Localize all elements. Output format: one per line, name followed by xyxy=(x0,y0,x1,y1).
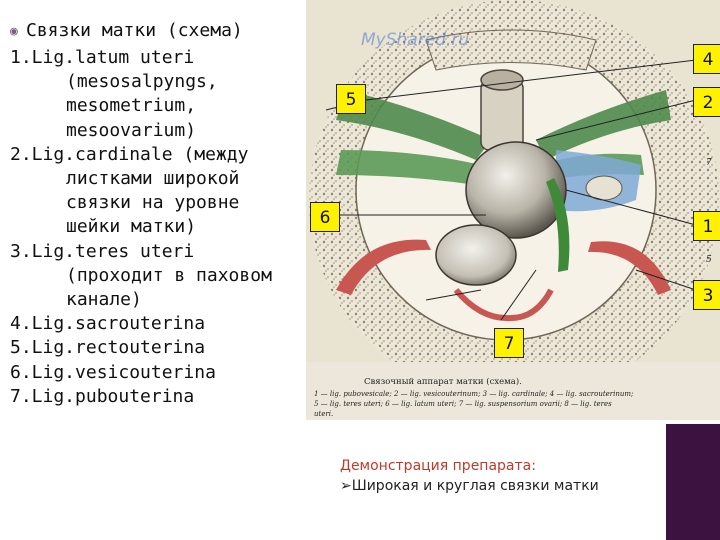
ligament-note: mesoovarium) xyxy=(66,119,197,141)
figure-legend-bg xyxy=(306,362,720,420)
side-label-5: 5 xyxy=(706,255,712,265)
ligament-item: 6.Lig.vesicouterina xyxy=(10,361,310,385)
ligament-note: mesometrium, xyxy=(66,95,197,117)
round-ligament-right xyxy=(588,241,671,295)
ligament-note: (проходит в паховом xyxy=(66,264,272,286)
leader-lines xyxy=(325,59,697,321)
ligament-note: канале) xyxy=(66,289,142,311)
ligament-note: связки на уровне xyxy=(66,192,240,214)
ligament-green-left-upper xyxy=(336,90,491,160)
ligament-item: 4.Lig.sacrouterina xyxy=(10,312,310,336)
marker-1: 1 xyxy=(693,211,720,241)
marker-6: 6 xyxy=(310,202,340,232)
ligament-name: 5.Lig.rectouterina xyxy=(10,337,206,359)
arrow-bullet-icon: ➢ xyxy=(340,478,352,494)
demo-caption-item-row: ➢Широкая и круглая связки матки xyxy=(340,476,599,496)
text-column: ◉ Связки матки (схема) 1.Lig.latum uteri (… xyxy=(10,18,310,409)
marker-5: 5 xyxy=(336,84,366,114)
marker-4: 4 xyxy=(693,44,720,74)
bladder xyxy=(435,224,517,286)
ligament-list: 1.Lig.latum uteri (mesosalpyngs,mesometri… xyxy=(10,46,310,409)
figure-legend-line3: uteri. xyxy=(314,410,333,418)
watermark: MyShared.ru xyxy=(361,30,469,50)
figure-legend-line1: 1 — lig. pubovesicale; 2 — lig. vesicout… xyxy=(314,390,633,398)
ligament-name: 2.Lig.cardinale (между xyxy=(10,143,249,165)
ligament-note: листками широкой xyxy=(66,168,240,190)
anatomy-figure: 7 5 MyShared.ru Связочный аппарат матки … xyxy=(306,0,720,420)
ligament-note: (mesosalpyngs, xyxy=(66,71,218,93)
sacrum xyxy=(425,29,597,71)
ligament-item: 5.Lig.rectouterina xyxy=(10,336,310,360)
marker-3: 3 xyxy=(693,280,720,310)
ligament-name: 1.Lig.latum uteri xyxy=(10,47,195,68)
ligament-name: 4.Lig.sacrouterina xyxy=(10,313,206,335)
ligament-green-right-upper xyxy=(536,90,671,160)
demo-caption-item: Широкая и круглая связки матки xyxy=(351,478,599,494)
round-ligament-left xyxy=(336,239,431,295)
decorative-purple-block xyxy=(666,424,720,540)
ligament-name: 6.Lig.vesicouterina xyxy=(10,361,216,383)
ligament-green-left-lower xyxy=(336,150,481,185)
ligament-item: 7.Lig.pubouterina xyxy=(10,385,310,409)
marker-7: 7 xyxy=(494,328,524,358)
ligament-item: 1.Lig.latum uteri (mesosalpyngs,mesometri… xyxy=(10,46,310,143)
circled-bullet-icon: ◉ xyxy=(10,24,18,39)
ligament-item: 3.Lig.teres uteri(проходит в паховом кана… xyxy=(10,240,310,313)
demo-caption-title: Демонстрация препарата: xyxy=(340,458,536,474)
ligament-note: шейки матки) xyxy=(66,216,197,238)
rectum-opening xyxy=(480,69,524,91)
ligament-name: 3.Lig.teres uteri xyxy=(10,240,195,262)
pubouterine-ligament xyxy=(453,288,554,322)
marker-2: 2 xyxy=(693,87,720,117)
figure-legend-line2: 5 — lig. teres uteri; 6 — lig. latum ute… xyxy=(314,400,612,408)
slide-title: Связки матки (схема) xyxy=(26,20,243,41)
figure-caption: Связочный аппарат матки (схема). xyxy=(364,376,522,387)
ligament-name: 7.Lig.pubouterina xyxy=(10,385,195,407)
demo-caption: Демонстрация препарата: ➢Широкая и кругл… xyxy=(340,456,599,496)
slide-title-row: ◉ Связки матки (схема) xyxy=(10,18,310,44)
vesicouterine-band xyxy=(546,178,570,272)
side-label-7: 7 xyxy=(706,158,712,168)
